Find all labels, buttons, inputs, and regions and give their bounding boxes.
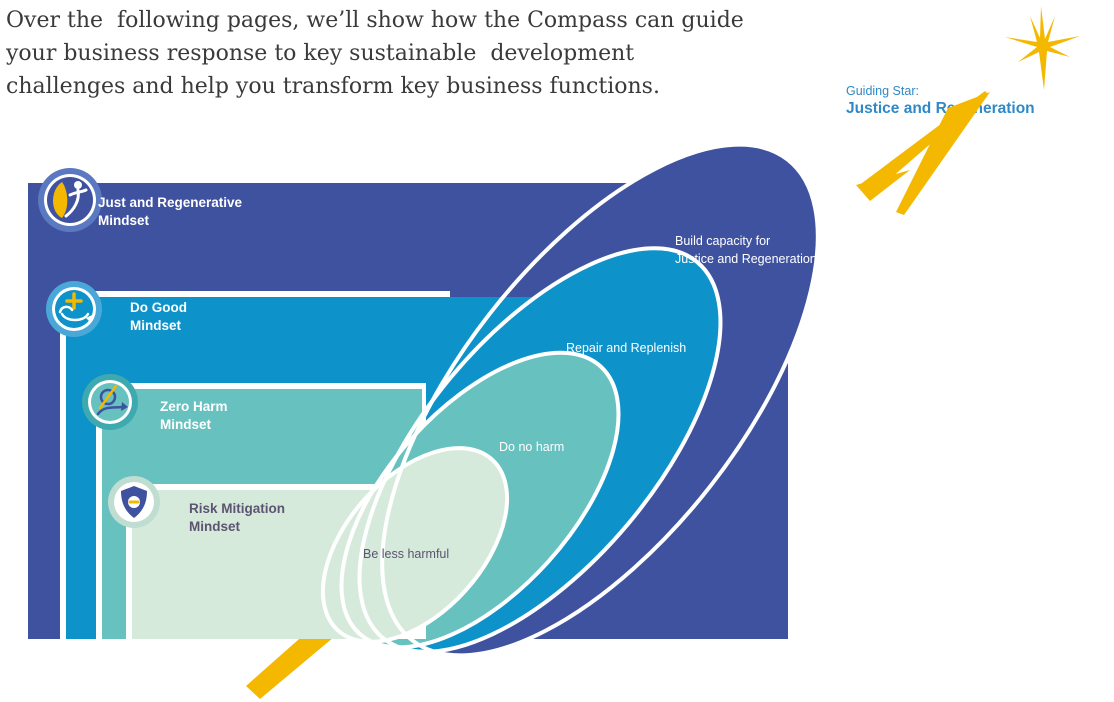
star-icon xyxy=(1005,6,1080,90)
compass-arrow-head xyxy=(856,91,990,215)
mindset-label-good-line2: Mindset xyxy=(130,318,182,333)
intro-text: Over the following pages, we’ll show how… xyxy=(6,4,846,103)
leaf-person-icon xyxy=(38,168,102,232)
ring-label-good: Repair and Replenish xyxy=(566,341,686,355)
ring-label-risk: Be less harmful xyxy=(363,547,449,561)
guiding-star-name: Justice and Regeneration xyxy=(846,100,1035,117)
mindset-label-risk-line2: Mindset xyxy=(189,519,241,534)
mindset-label-zero-line1: Zero Harm xyxy=(160,399,228,414)
mindset-label-good-line1: Do Good xyxy=(130,300,187,315)
shield-minus-icon xyxy=(108,476,160,528)
ring-label-just-line1: Build capacity for xyxy=(675,234,770,248)
mindset-label-risk-line1: Risk Mitigation xyxy=(189,501,285,516)
ring-label-zero: Do no harm xyxy=(499,440,564,454)
ring-label-just-line2: Justice and Regeneration xyxy=(675,252,817,266)
ring-outlines xyxy=(320,142,820,658)
mindset-label-just-line1: Just and Regenerative xyxy=(98,195,243,210)
plus-cycle-icon xyxy=(46,281,102,337)
mindset-label-just-line2: Mindset xyxy=(98,213,150,228)
null-arrow-icon xyxy=(82,374,138,430)
mindset-label-zero-line2: Mindset xyxy=(160,417,212,432)
intro-line-1: Over the following pages, we’ll show how… xyxy=(6,8,744,33)
guiding-star-label: Guiding Star: xyxy=(846,84,919,98)
intro-line-3: challenges and help you transform key bu… xyxy=(6,74,660,99)
intro-line-2: your business response to key sustainabl… xyxy=(6,41,635,66)
